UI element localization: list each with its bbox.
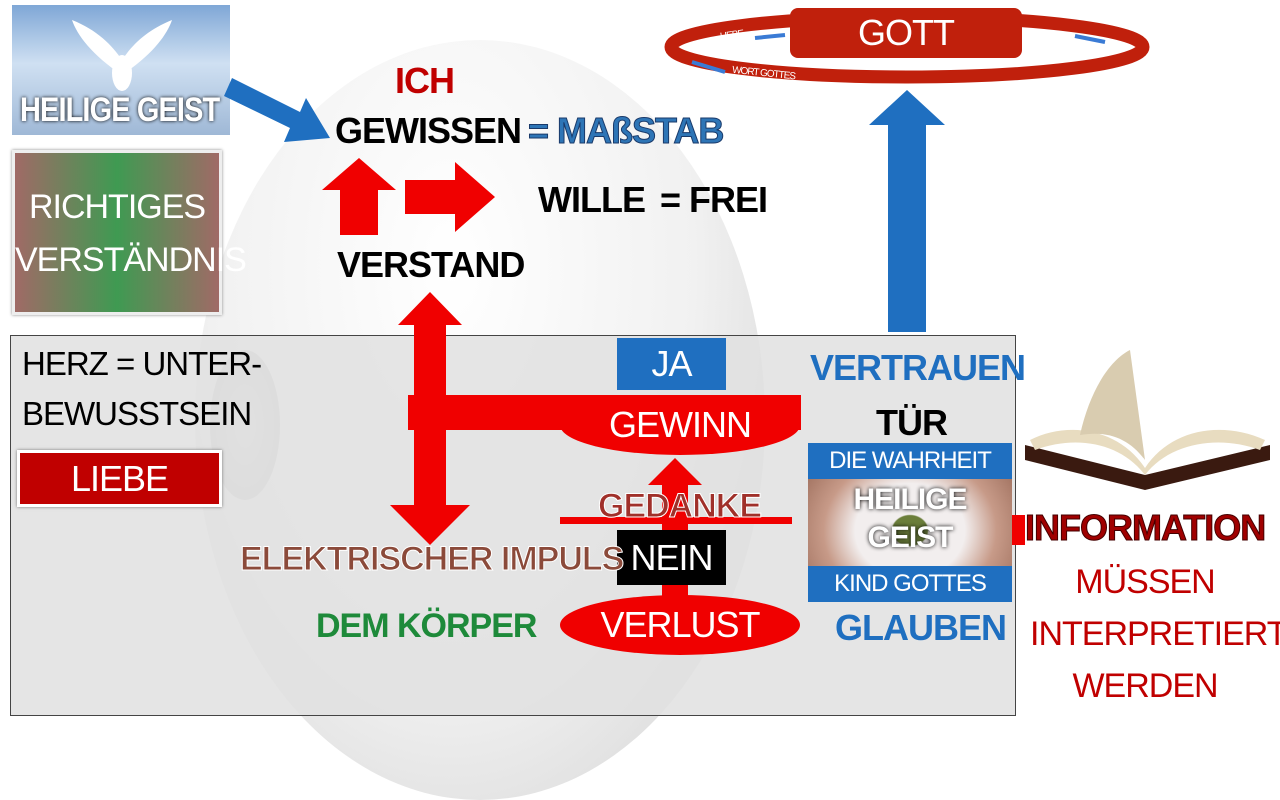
blue-arrow-dove — [224, 78, 330, 142]
free-label: = FREI — [660, 179, 768, 220]
eye-image: DIE WAHRHEIT HEILIGE GEIST KIND GOTTES — [808, 443, 1012, 602]
love-box: LIEBE — [17, 450, 222, 507]
blue-up-arrow-god — [869, 90, 945, 332]
child-of-god-banner: KIND GOTTES — [808, 566, 1012, 602]
body-label: DEM KÖRPER — [316, 607, 537, 645]
thought-line — [560, 517, 792, 524]
ring-arrow-wort — [691, 60, 726, 74]
holy-spirit-dove-image: HEILIGE GEIST — [12, 5, 230, 135]
god-box: GOTT — [790, 8, 1022, 58]
reason-label: VERSTAND — [337, 244, 525, 285]
faith-label: GLAUBEN — [835, 607, 1007, 648]
holy-label: HEILIGE — [853, 483, 967, 516]
arrows-layer — [224, 10, 1150, 600]
ring-arrow-liebe — [754, 33, 786, 40]
understanding-line1: RICHTIGES — [28, 188, 206, 226]
bible-book-icon — [1025, 350, 1270, 490]
heart-label-2: BEWUSSTSEIN — [22, 395, 252, 432]
standard-label: = MAßSTAB — [527, 110, 724, 152]
red-right-arrow — [405, 162, 495, 232]
trust-label: VERTRAUEN — [810, 347, 1026, 388]
electric-impulse-label: ELEKTRISCHER IMPULS — [239, 540, 624, 579]
interpreted-label: INTERPRETIERT — [1030, 615, 1280, 653]
right-understanding-box: RICHTIGES VERSTÄNDNIS — [12, 150, 247, 315]
loss-ellipse: VERLUST — [560, 595, 800, 655]
ich-label: ICH — [395, 60, 455, 101]
dove-icon — [72, 20, 172, 91]
thought-label: GEDANKE — [597, 487, 762, 526]
information-label: INFORMATION — [1024, 507, 1266, 549]
door-label: TÜR — [876, 402, 948, 443]
no-box: NEIN — [617, 530, 726, 585]
truth-banner: DIE WAHRHEIT — [808, 443, 1012, 479]
gain-ellipse: GEWINN — [560, 395, 800, 455]
must-label: MÜSSEN — [1075, 563, 1215, 601]
spirit-label: GEIST — [867, 521, 953, 554]
will-label: WILLE — [538, 179, 646, 220]
understanding-line2: VERSTÄNDNIS — [15, 241, 247, 279]
dove-label: HEILIGE GEIST — [20, 91, 220, 129]
conscience-label: GEWISSEN — [335, 110, 522, 151]
red-thought-arrow — [648, 458, 702, 600]
red-up-arrow — [322, 158, 396, 235]
ring-arrow-frucht — [1074, 34, 1106, 44]
be-label: WERDEN — [1072, 667, 1218, 705]
yes-box: JA — [617, 338, 726, 390]
heart-label-1: HERZ = UNTER- — [22, 345, 262, 382]
